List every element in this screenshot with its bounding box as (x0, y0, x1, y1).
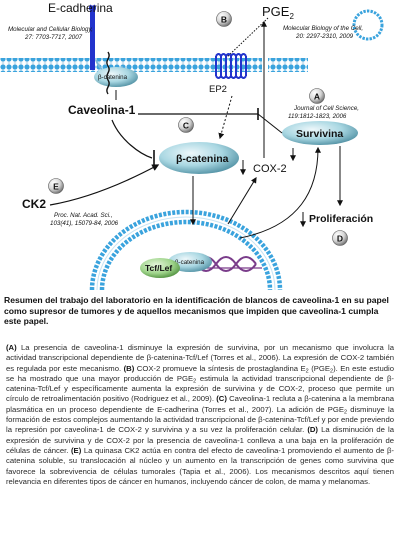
survivina-blob (282, 121, 358, 145)
caveolin-inhibits-catenin-line (111, 119, 153, 159)
marker-d-label: D (337, 234, 343, 244)
legend-c-text-2: disminuye la formación de estos complejo… (6, 404, 394, 435)
beta-catenin-cytoplasm-blob (159, 142, 239, 174)
marker-e (48, 178, 64, 194)
legend-d-text: La disminución de la expresión de surviv… (6, 425, 394, 455)
pnas-reference-line1: Proc. Nat. Acad. Sci., (54, 212, 113, 219)
beta-catenin-membrane-blob (94, 67, 138, 87)
legend-e-label: (E) (71, 445, 82, 455)
marker-a (309, 88, 325, 104)
legend-e-text: La quinasa CK2 actúa en contra del efect… (6, 445, 394, 486)
legend-b-text-4: estimula la actividad transcripcional de… (6, 373, 394, 404)
tcf-lef-label: Tcf/Lef (145, 263, 172, 273)
survivina-label: Survivina (296, 128, 343, 140)
tcf-lef-blob (140, 258, 180, 278)
figure-legend: (A) La presencia de caveolina-1 disminuy… (6, 343, 394, 487)
jcs-reference-line2: 119:1812-1823, 2006 (288, 113, 347, 120)
beta-catenin-membrane-label: β-catenina (98, 74, 128, 81)
figure-caption: Resumen del trabajo del laboratorio en l… (4, 295, 389, 327)
ep2-dotted-arrow (218, 95, 233, 140)
legend-c-text-1: Caveolina-1 recluta a β-catenina a la me… (6, 394, 394, 414)
marker-c (178, 117, 194, 133)
nucleus-to-survivin-arrow (239, 146, 321, 239)
nuclear-beta-catenin-label: β-catenina (175, 259, 205, 266)
mbc-reference-line2: 20: 2297-2310, 2009 (295, 33, 354, 40)
caveolina-label: Caveolina-1 (68, 103, 136, 117)
legend-a-label: (A) (6, 343, 17, 352)
mbc-reference-line1: Molecular Biology of the Cell, (283, 25, 363, 32)
e-cadherin-receptor (89, 2, 96, 70)
marker-a-label: A (314, 92, 320, 102)
ep2-receptor (215, 53, 247, 79)
pge2-to-receptor-dotted (225, 17, 269, 59)
marker-d (332, 230, 348, 246)
ck2-label: CK2 (22, 197, 46, 211)
legend-b-label: (B) (123, 363, 135, 373)
cox2-label: COX-2 (253, 163, 287, 175)
marker-b-label: B (221, 15, 227, 25)
e-cadherin-label: E-cadherina (48, 1, 113, 15)
legend-c-sub: 2 (343, 409, 348, 416)
caveolin-coil-icon (106, 51, 110, 95)
mcb-reference-line1: Molecular and Cellular Biology, (8, 26, 93, 33)
legend-b-sub-3: 2 (193, 378, 197, 385)
legend-b-text-3: ). En este estudio se ha mostrado que un… (6, 363, 394, 383)
nuclear-membrane (89, 209, 283, 290)
marker-c-label: C (183, 121, 189, 131)
ck2-activates-catenin-arrow (49, 164, 160, 206)
proliferacion-label: Proliferación (309, 213, 373, 225)
legend-d-label: (D) (307, 425, 318, 435)
ep2-label: EP2 (209, 84, 227, 95)
pnas-reference-line2: 103(41), 15079-84, 2006 (50, 220, 119, 227)
marker-b (216, 11, 232, 27)
nucleus-to-cox2-arrow (227, 176, 257, 225)
beta-catenin-cytoplasm-label: β-catenina (176, 153, 229, 165)
legend-b-sub-1: 2 (305, 368, 309, 375)
legend-b-sub-2: 2 (330, 368, 334, 375)
pathway-diagram: E-cadherina Molecular and Cellular Biolo… (0, 1, 384, 290)
legend-b-text-2: (PGE (308, 363, 330, 373)
plasma-membrane (0, 9, 384, 72)
jcs-reference-line1: Journal of Cell Science, (293, 105, 359, 112)
mcb-reference-line2: 27: 7703-7717, 2007 (24, 34, 83, 41)
survivin-to-cox2-link (257, 113, 283, 134)
pge2-label: PGE2 (262, 4, 294, 21)
marker-e-label: E (53, 182, 59, 192)
legend-a-text: La presencia de caveolina-1 disminuye la… (6, 343, 394, 373)
legend-b-text-1: COX-2 promueve la síntesis de prostaglan… (134, 363, 306, 373)
legend-c-label: (C) (216, 394, 227, 404)
